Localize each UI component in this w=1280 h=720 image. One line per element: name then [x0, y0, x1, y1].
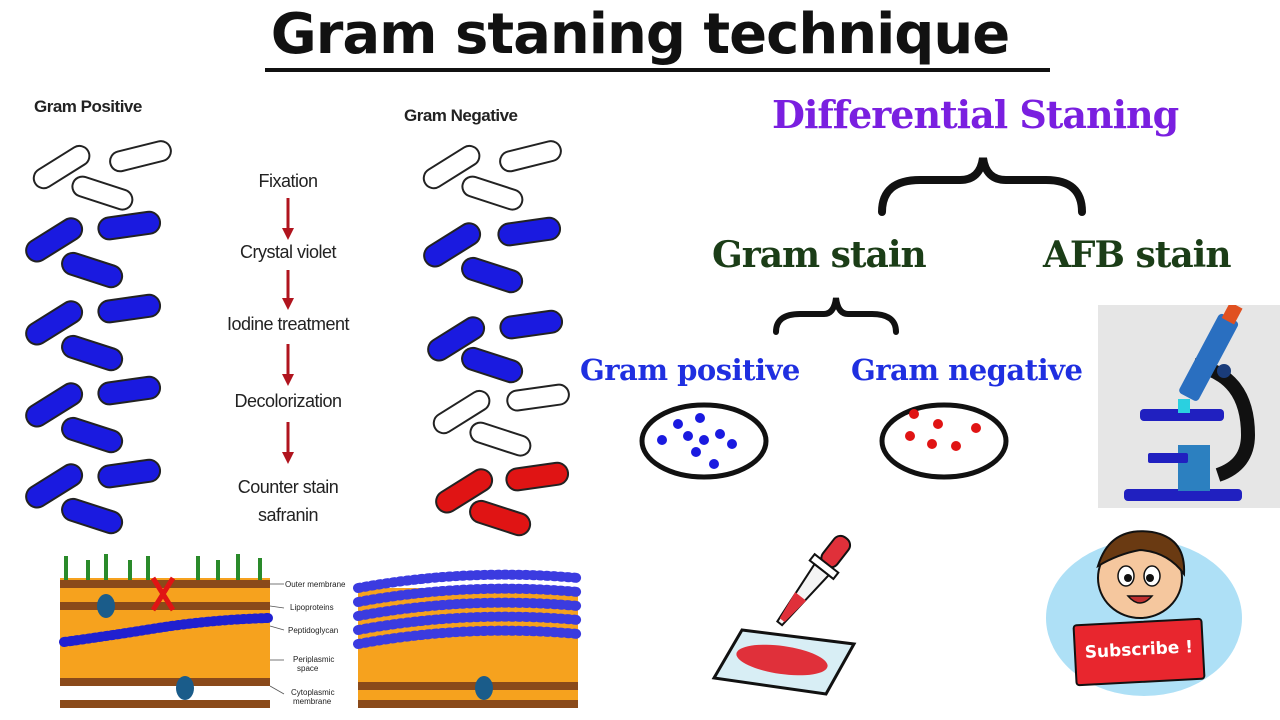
- gram-stain-label: Gram stain: [712, 234, 927, 276]
- subscribe-sign[interactable]: Subscribe !: [1072, 617, 1206, 687]
- differential-staining-title: Differential Staning: [772, 92, 1179, 137]
- gram-negative-heading: Gram Negative: [404, 106, 518, 125]
- page-title: Gram staning technique: [270, 2, 1010, 67]
- label-periplasmic: Periplasmic: [293, 655, 335, 664]
- step-counter-stain: Counter stain: [237, 477, 339, 497]
- bacteria-rods-figure: [25, 140, 570, 537]
- label-lipoproteins: Lipoproteins: [290, 603, 334, 612]
- step-iodine: Iodine treatment: [226, 314, 350, 334]
- small-brace-icon: [773, 297, 899, 335]
- gram-positive-rods: [25, 140, 172, 535]
- cell-wall-labels: [269, 583, 285, 695]
- dropper-slide-icon: [711, 534, 857, 696]
- label-peptidoglycan: Peptidoglycan: [288, 626, 339, 635]
- label-cytoplasmic: Cytoplasmic: [291, 688, 335, 697]
- gram-positive-wall: [59, 554, 273, 708]
- gram-positive-heading: Gram Positive: [34, 97, 142, 116]
- gram-positive-dish: [639, 402, 769, 480]
- label-space: space: [297, 664, 319, 673]
- brace-icon: [878, 157, 1086, 216]
- step-arrows: [282, 198, 294, 464]
- step-decolorization: Decolorization: [234, 391, 342, 411]
- cell-wall-figure: [59, 554, 583, 708]
- gram-negative-rods: [422, 140, 570, 537]
- step-fixation: Fixation: [258, 171, 318, 191]
- afb-stain-label: AFB stain: [1043, 234, 1232, 276]
- gram-negative-dish: [879, 402, 1009, 480]
- step-safranin: safranin: [257, 505, 319, 525]
- label-outer-membrane: Outer membrane: [285, 580, 346, 589]
- microscope-icon: [1098, 305, 1280, 508]
- subscribe-label: Subscribe !: [1084, 637, 1194, 663]
- gram-negative-wall: [353, 569, 583, 708]
- gram-negative-label: Gram negative: [851, 353, 1083, 387]
- title-underline: [265, 68, 1050, 72]
- step-crystal-violet: Crystal violet: [239, 242, 337, 262]
- gram-positive-label: Gram positive: [580, 353, 800, 387]
- label-membrane: membrane: [293, 697, 332, 706]
